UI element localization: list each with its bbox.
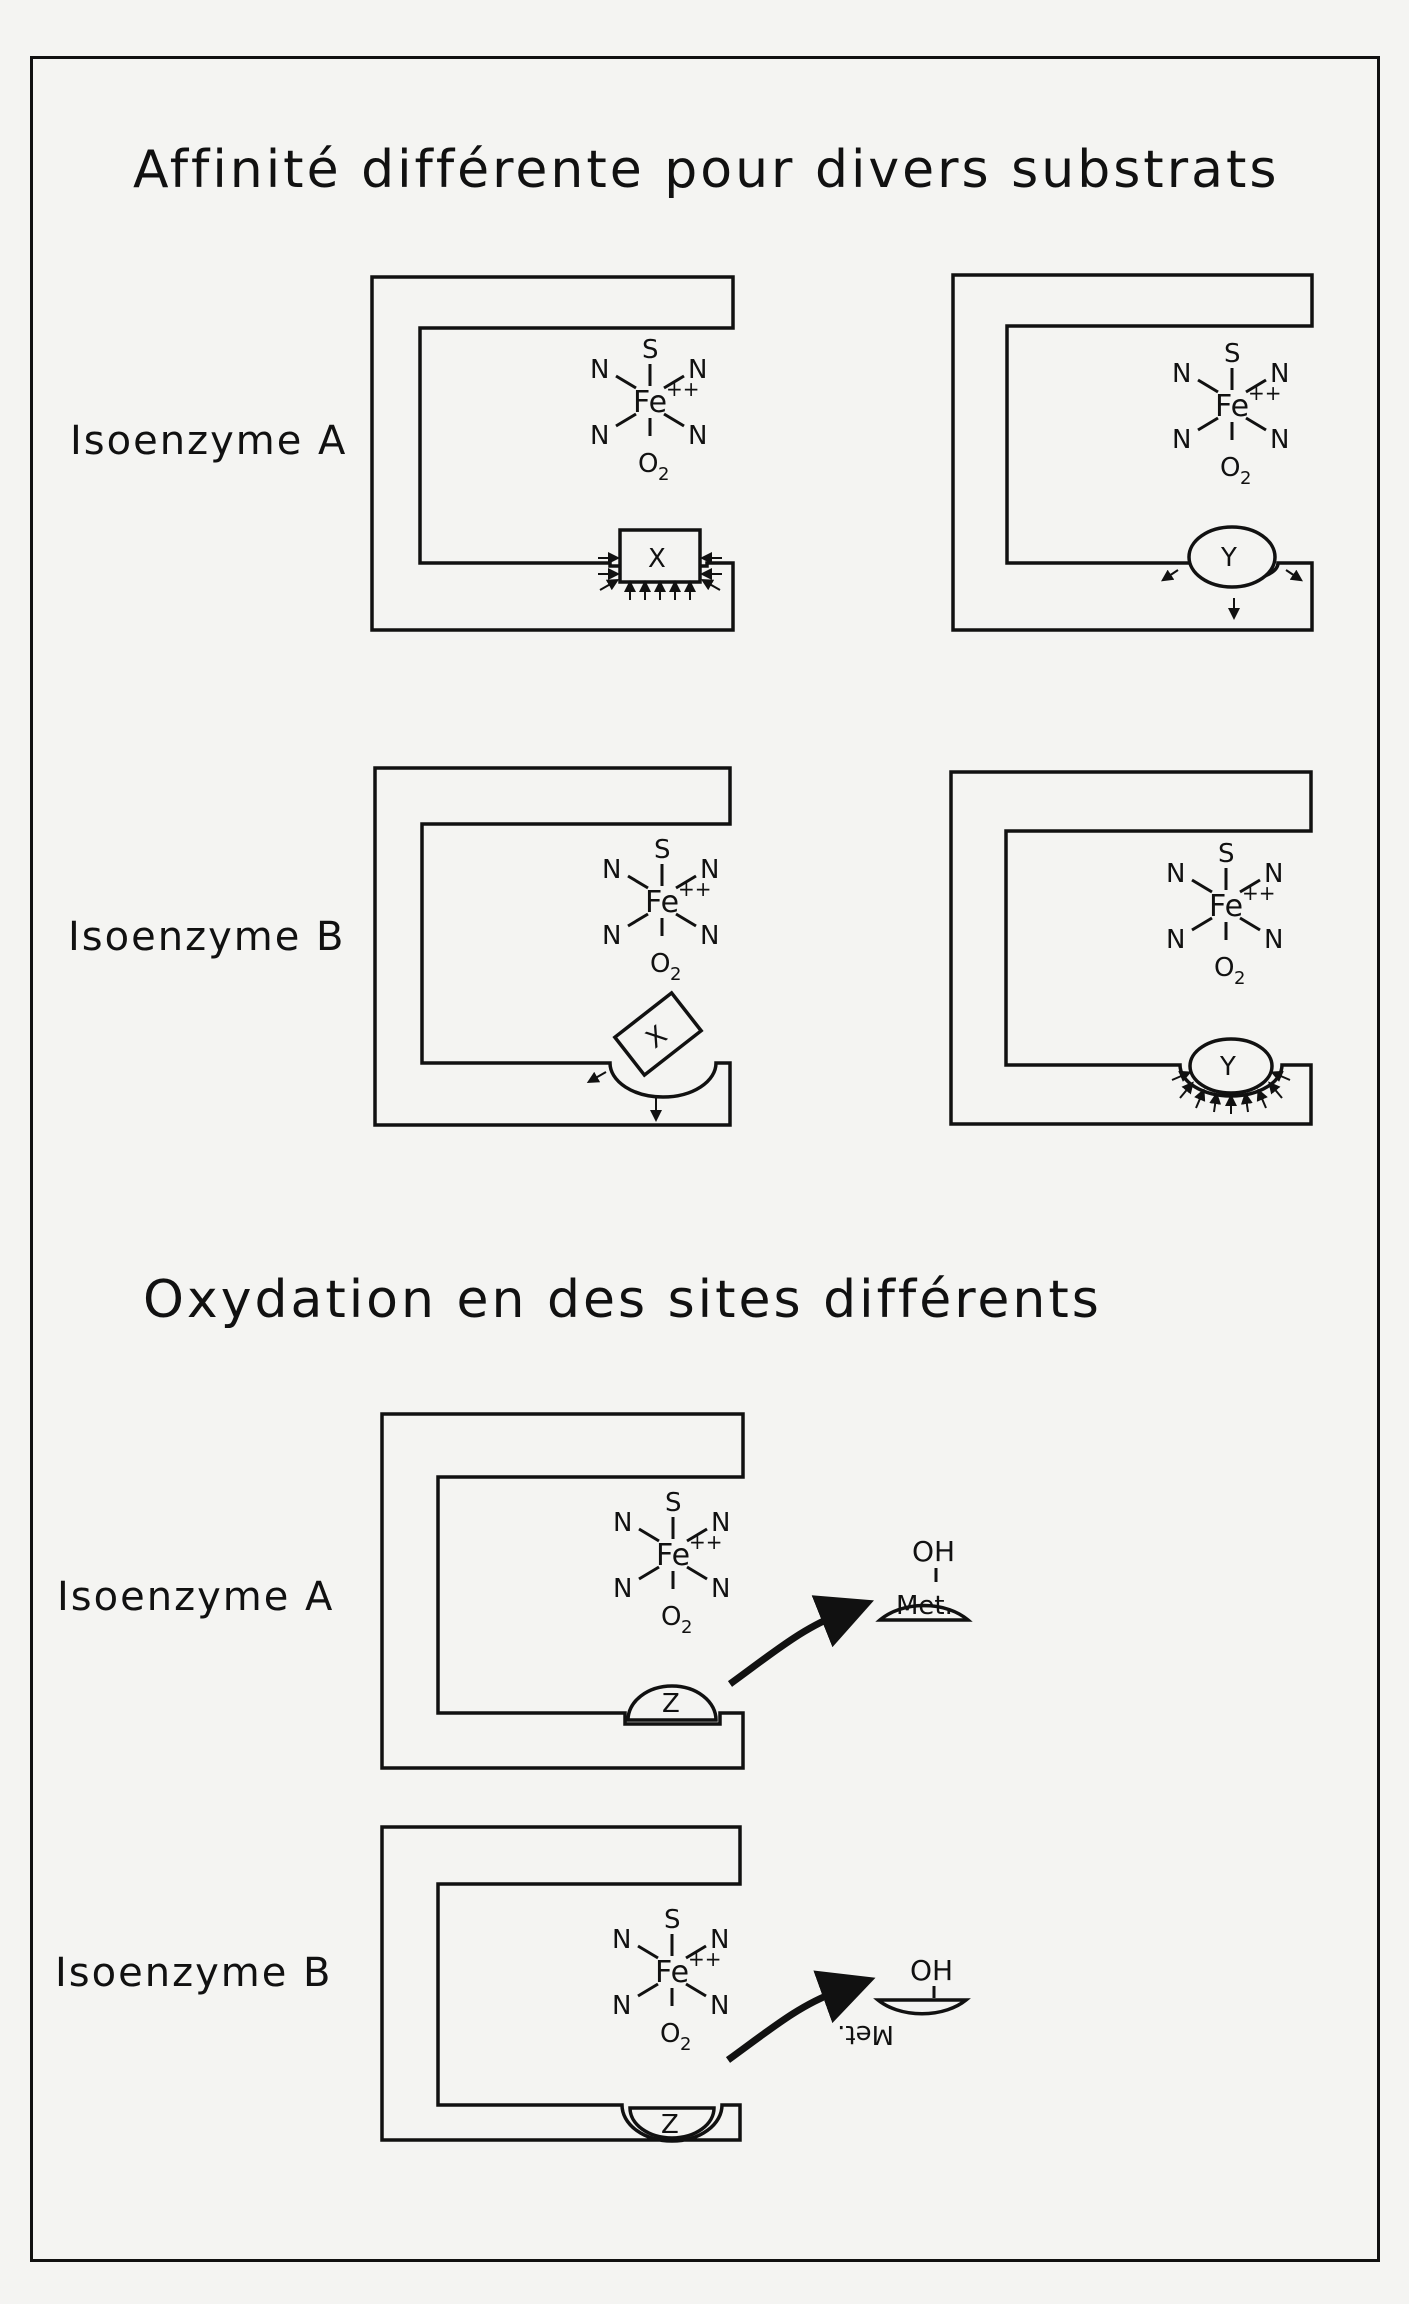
reaction-arrow-icon (725, 1970, 876, 2063)
fe-complex-6: S Fe ++ N N N N O 2 (612, 1905, 729, 2055)
iron-label: Fe (1215, 389, 1249, 424)
oxidation-section-title: Oxydation en des sites différents (143, 1270, 1102, 1330)
iron-label: Fe (656, 1538, 690, 1573)
iron-charge: ++ (1242, 881, 1276, 905)
oxygen-label: O (638, 449, 658, 479)
isoenzyme-b-label-oxidation: Isoenzyme B (55, 1950, 333, 1996)
oxygen-label: O (650, 949, 670, 979)
enzyme-pocket-b-z (380, 1825, 742, 2143)
substrate-y-label: Y (1220, 543, 1237, 573)
nitrogen-label: N (613, 1508, 632, 1538)
nitrogen-label: N (1166, 859, 1185, 889)
nitrogen-label: N (602, 855, 621, 885)
fe-complex-2: S Fe ++ N N N N O 2 (1172, 339, 1289, 489)
substrate-y-bound-b: Y (1171, 1037, 1291, 1114)
iron-charge: ++ (666, 377, 700, 401)
substrate-x-bound-a: X (598, 528, 722, 600)
iron-charge: ++ (689, 1530, 723, 1554)
product-metabolite-b: OH Met. (837, 1954, 971, 2049)
nitrogen-label: N (1172, 425, 1191, 455)
nitrogen-label: N (1264, 859, 1283, 889)
sulfur-label: S (642, 335, 659, 365)
oxygen-label: O (661, 1602, 681, 1632)
nitrogen-label: N (710, 1925, 729, 1955)
enzyme-pocket-a-z (380, 1412, 745, 1770)
nitrogen-label: N (1172, 359, 1191, 389)
fe-complex-1: S Fe ++ N N N N O 2 (590, 335, 707, 485)
oxygen-subscript: 2 (680, 2034, 691, 2055)
iron-label: Fe (1209, 889, 1243, 924)
substrate-x-label: X (648, 544, 666, 574)
fe-complex-4: S Fe ++ N N N N O 2 (1166, 839, 1283, 989)
reaction-arrow-icon (727, 1595, 874, 1687)
nitrogen-label: N (1270, 359, 1289, 389)
substrate-y-label: Y (1219, 1052, 1236, 1082)
oxygen-label: O (660, 2019, 680, 2049)
nitrogen-label: N (612, 1925, 631, 1955)
fe-complex-5: S Fe ++ N N N N O 2 (613, 1488, 730, 1638)
sulfur-label: S (664, 1905, 681, 1935)
nitrogen-label: N (613, 1574, 632, 1604)
iron-label: Fe (633, 385, 667, 420)
nitrogen-label: N (602, 921, 621, 951)
metabolite-label: Met. (837, 2019, 894, 2049)
sulfur-label: S (1224, 339, 1241, 369)
iron-label: Fe (655, 1955, 689, 1990)
nitrogen-label: N (711, 1574, 730, 1604)
hydroxyl-label: OH (912, 1535, 955, 1568)
sulfur-label: S (1218, 839, 1235, 869)
oxygen-subscript: 2 (1234, 968, 1245, 989)
substrate-y-loose-a: Y (1161, 525, 1303, 620)
metabolite-label: Met. (896, 1591, 953, 1621)
substrate-z-inverted: Z (628, 2106, 716, 2140)
nitrogen-label: N (590, 421, 609, 451)
nitrogen-label: N (1264, 925, 1283, 955)
iron-label: Fe (645, 885, 679, 920)
sulfur-label: S (654, 835, 671, 865)
enzyme-pocket-a-x (370, 275, 735, 632)
nitrogen-label: N (700, 921, 719, 951)
hydroxyl-label: OH (910, 1954, 953, 1987)
diagram-frame (30, 56, 1380, 2262)
nitrogen-label: N (688, 421, 707, 451)
oxygen-subscript: 2 (658, 464, 669, 485)
substrate-x-loose-b: X (586, 990, 704, 1122)
nitrogen-label: N (590, 355, 609, 385)
affinity-section-title: Affinité différente pour divers substrat… (133, 140, 1280, 200)
substrate-z-label: Z (661, 2110, 679, 2140)
iron-charge: ++ (1248, 381, 1282, 405)
nitrogen-label: N (700, 855, 719, 885)
oxygen-subscript: 2 (681, 1617, 692, 1638)
nitrogen-label: N (688, 355, 707, 385)
substrate-z-label: Z (662, 1689, 680, 1719)
nitrogen-label: N (711, 1508, 730, 1538)
nitrogen-label: N (612, 1991, 631, 2021)
nitrogen-label: N (710, 1991, 729, 2021)
iron-charge: ++ (688, 1947, 722, 1971)
isoenzyme-b-label-affinity: Isoenzyme B (68, 914, 346, 960)
oxygen-label: O (1220, 453, 1240, 483)
nitrogen-label: N (1166, 925, 1185, 955)
product-metabolite-a: OH Met. (875, 1535, 973, 1622)
substrate-z-upright: Z (626, 1684, 718, 1722)
oxygen-subscript: 2 (1240, 468, 1251, 489)
isoenzyme-a-label-affinity: Isoenzyme A (70, 418, 348, 464)
iron-charge: ++ (678, 877, 712, 901)
fe-complex-3: S Fe ++ N N N N O 2 (602, 835, 719, 985)
isoenzyme-a-label-oxidation: Isoenzyme A (57, 1574, 335, 1620)
enzyme-pocket-b-x (373, 766, 732, 1127)
oxygen-label: O (1214, 953, 1234, 983)
sulfur-label: S (665, 1488, 682, 1518)
nitrogen-label: N (1270, 425, 1289, 455)
oxygen-subscript: 2 (670, 964, 681, 985)
